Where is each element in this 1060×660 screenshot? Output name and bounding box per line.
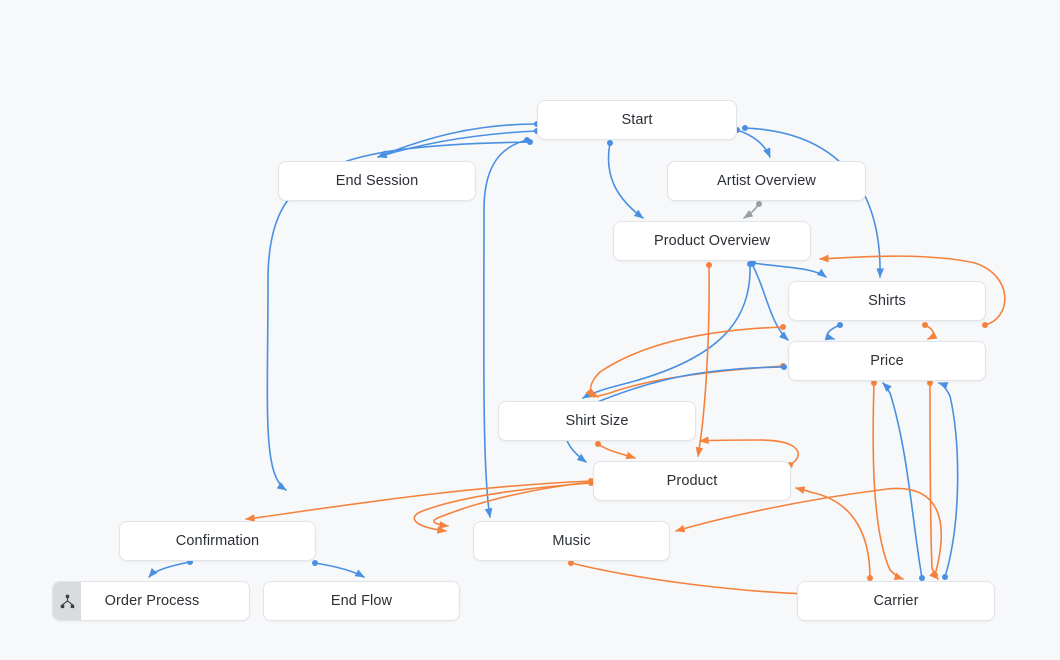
edge: [588, 363, 786, 398]
sitemap-icon: [53, 582, 81, 620]
edge: [148, 559, 193, 578]
node-confirmation[interactable]: Confirmation: [119, 521, 316, 561]
edge-source-dot: [922, 322, 928, 328]
edge: [938, 382, 959, 580]
node-shirts[interactable]: Shirts: [788, 281, 986, 321]
edge: [377, 121, 540, 158]
edge-source-dot: [756, 201, 762, 207]
edge: [922, 322, 938, 340]
edge-source-dot: [706, 262, 712, 268]
edge: [595, 441, 636, 460]
node-label: Price: [870, 353, 904, 369]
node-label: End Flow: [330, 593, 393, 609]
node-label: Order Process: [104, 593, 200, 609]
edge: [749, 261, 789, 341]
node-label: Product: [666, 473, 718, 489]
edge: [743, 201, 762, 219]
edge-source-dot: [942, 574, 948, 580]
edge: [482, 137, 530, 518]
node-label: Confirmation: [175, 533, 260, 549]
edge: [377, 128, 540, 159]
edge-source-dot: [837, 322, 843, 328]
edge: [245, 478, 594, 522]
edge: [675, 487, 942, 578]
node-label: End Session: [335, 173, 419, 189]
edge-source-dot: [781, 364, 787, 370]
edge-source-dot: [607, 140, 613, 146]
edge: [882, 382, 925, 581]
node-shirt-size[interactable]: Shirt Size: [498, 401, 696, 441]
edge-source-dot: [780, 324, 786, 330]
node-label: Artist Overview: [717, 173, 816, 189]
edge-source-dot: [312, 560, 318, 566]
edge-source-dot: [747, 261, 753, 267]
node-music[interactable]: Music: [473, 521, 670, 561]
edge: [312, 560, 365, 578]
node-product[interactable]: Product: [593, 461, 791, 501]
edge-source-dot: [982, 322, 988, 328]
edge-source-dot: [524, 137, 530, 143]
node-order-process[interactable]: Order Process: [52, 581, 250, 621]
node-label: Music: [552, 533, 591, 549]
edge-source-dot: [932, 572, 938, 578]
edge: [824, 322, 843, 341]
edge: [585, 324, 786, 398]
edge: [568, 560, 811, 598]
edge-source-dot: [527, 139, 533, 145]
node-end-session[interactable]: End Session: [278, 161, 476, 201]
edge: [734, 127, 771, 158]
edge: [433, 479, 594, 529]
edge: [871, 380, 904, 580]
node-label: Start: [621, 112, 653, 128]
edge-source-dot: [780, 363, 786, 369]
node-label: Shirts: [868, 293, 906, 309]
node-artist-overview[interactable]: Artist Overview: [667, 161, 866, 201]
edge: [927, 380, 939, 580]
edge: [582, 261, 753, 399]
edge-source-dot: [742, 125, 748, 131]
node-end-flow[interactable]: End Flow: [263, 581, 460, 621]
node-product-overview[interactable]: Product Overview: [613, 221, 811, 261]
node-label: Product Overview: [653, 233, 771, 249]
node-price[interactable]: Price: [788, 341, 986, 381]
node-carrier[interactable]: Carrier: [797, 581, 995, 621]
node-label: Carrier: [873, 593, 919, 609]
node-start[interactable]: Start: [537, 100, 737, 140]
node-label: Shirt Size: [565, 413, 629, 429]
edge: [750, 260, 827, 278]
edge: [695, 262, 712, 457]
edge-source-dot: [595, 441, 601, 447]
edge: [607, 140, 644, 219]
edge-source-dot: [749, 261, 755, 267]
edge: [795, 486, 873, 581]
